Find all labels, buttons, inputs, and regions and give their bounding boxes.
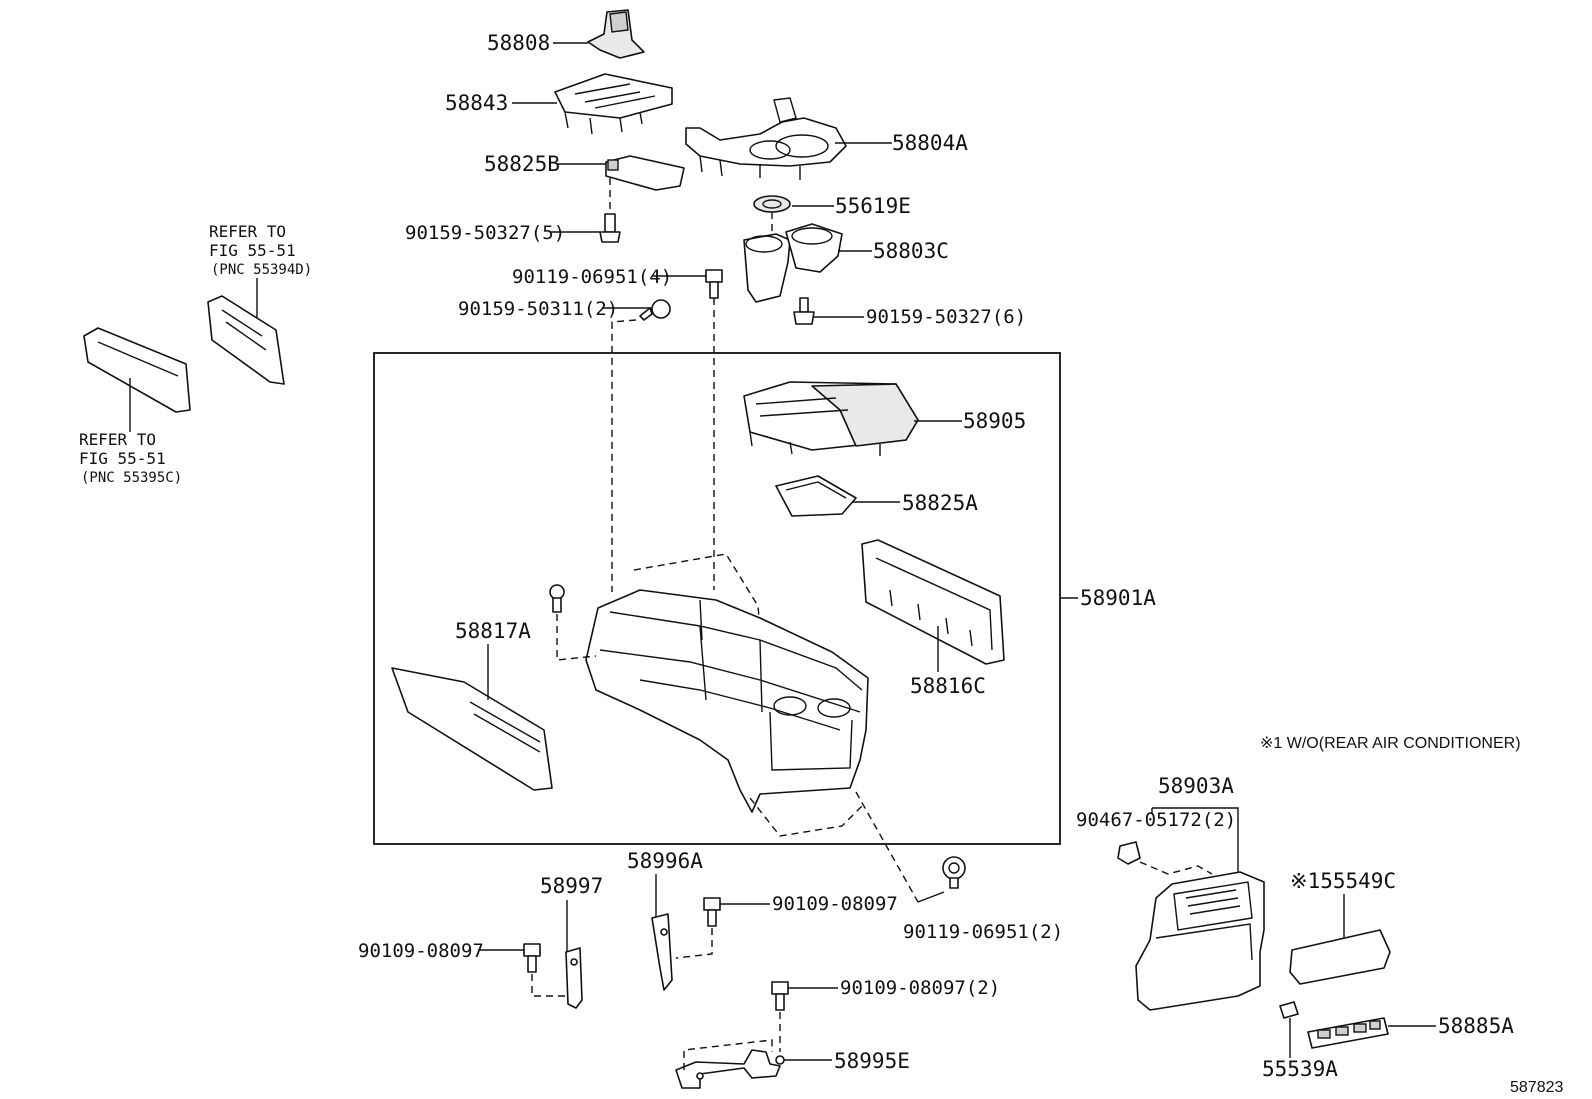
label-58905: 58905 (963, 409, 1026, 433)
part-58997-bracket (565, 947, 583, 1009)
part-console-box-body (585, 553, 869, 813)
label-58843: 58843 (445, 91, 508, 115)
ref-upper-line3: (PNC 55394D) (211, 262, 312, 278)
label-58901A: 58901A (1080, 586, 1156, 610)
label-58825A: 58825A (902, 491, 978, 515)
part-58825B-module (605, 155, 685, 191)
bolt-90119-06951-2 (942, 856, 966, 889)
part-58996A-bracket (651, 913, 673, 991)
part-55395C-side-panel (83, 327, 191, 413)
part-55539A-cover (1279, 1001, 1299, 1019)
label-90119-06951-2: 90119-06951(2) (903, 921, 1063, 943)
part-55619E-mat (753, 195, 791, 213)
label-90159-50327-5: 90159-50327(5) (405, 222, 565, 244)
part-58817A-side-panel (391, 667, 553, 791)
ref-upper-line2: FIG 55-51 (209, 241, 296, 260)
bolt-90119-06951-4 (705, 269, 723, 299)
label-90159-50311-2: 90159-50311(2) (458, 298, 618, 320)
label-55539A: 55539A (1262, 1057, 1338, 1081)
label-58803C: 58803C (873, 239, 949, 263)
part-58816C-side-trim (861, 539, 1005, 665)
label-58804A: 58804A (892, 131, 968, 155)
bolt-90159-50311-2 (639, 299, 671, 321)
part-58905-armrest (743, 381, 919, 456)
part-90467-05172-clip (1117, 841, 1141, 865)
part-58885A-switch-plate (1307, 1017, 1389, 1049)
part-58825A-tray (775, 475, 857, 517)
part-58843-bezel (554, 73, 673, 135)
label-90119-06951-4: 90119-06951(4) (512, 266, 672, 288)
ref-lower-line3: (PNC 55395C) (81, 470, 182, 486)
label-55619E: 55619E (835, 194, 911, 218)
part-58803C-cup-holder (743, 223, 843, 303)
ref-lower-line2: FIG 55-51 (79, 449, 166, 468)
part-58808-shift-boot (587, 9, 645, 59)
bolt-90109-08097-right (703, 897, 721, 927)
bolt-90109-08097-2 (771, 981, 789, 1011)
label-90109-08097-right: 90109-08097 (772, 893, 898, 915)
label-90109-08097-left: 90109-08097 (358, 940, 484, 962)
part-58804A-panel (685, 97, 847, 180)
part-55394D-side-panel (207, 295, 285, 385)
label-90109-08097-2: 90109-08097(2) (840, 977, 1000, 999)
bolt-90159-50327-6 (793, 297, 815, 325)
part-58995E-bracket (675, 1049, 785, 1089)
label-58997: 58997 (540, 874, 603, 898)
label-58995E: 58995E (834, 1049, 910, 1073)
label-90159-50327-6: 90159-50327(6) (866, 306, 1026, 328)
ref-upper-line1: REFER TO (209, 222, 286, 241)
label-58817A: 58817A (455, 619, 531, 643)
bolt-90159-50327-5 (599, 213, 621, 243)
label-55549C: ※155549C (1290, 869, 1396, 893)
bolt-90109-08097-left (523, 943, 541, 973)
label-58808: 58808 (487, 31, 550, 55)
label-58996A: 58996A (627, 849, 703, 873)
label-58825B: 58825B (484, 152, 560, 176)
bolt-console-left (549, 584, 565, 613)
part-55549C-blank-panel (1289, 929, 1391, 985)
label-58903A: 58903A (1158, 774, 1234, 798)
part-58903A-rear-panel (1135, 871, 1265, 1011)
label-90467-05172-2: 90467-05172(2) (1076, 809, 1236, 831)
label-58885A: 58885A (1438, 1014, 1514, 1038)
ref-lower-line1: REFER TO (79, 430, 156, 449)
diagram-id: 587823 (1510, 1079, 1563, 1096)
note-rear-air-conditioner: ※1 W/O(REAR AIR CONDITIONER) (1260, 735, 1521, 752)
label-58816C: 58816C (910, 674, 986, 698)
